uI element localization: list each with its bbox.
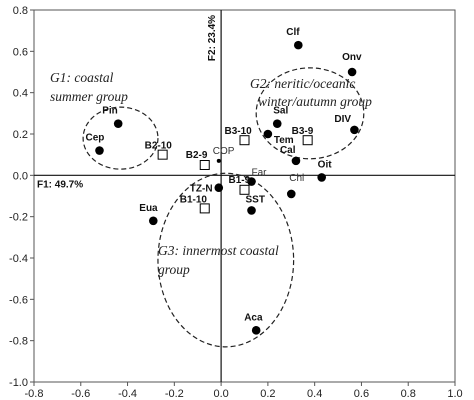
point-b2-9: [199, 160, 210, 170]
point-pin: [113, 119, 123, 128]
point-clf: [293, 40, 303, 50]
point-cal: [291, 156, 301, 166]
point-label-div: DIV: [334, 114, 351, 125]
point-b2-10: [157, 149, 168, 160]
point-chl: [286, 189, 296, 199]
group-g1-label-line1: G1: coastal: [50, 70, 114, 85]
point-label-aca: Aca: [244, 312, 263, 323]
point-eua: [148, 216, 158, 226]
y-tick-label: 0.6: [13, 46, 28, 58]
point-aca: [251, 326, 261, 335]
point-sal: [272, 119, 282, 128]
point-label-cep: Cep: [85, 133, 104, 144]
point-onv: [347, 67, 357, 77]
point-cop: [216, 158, 221, 163]
group-g3-ellipse: [157, 172, 295, 348]
x-tick-label: 0.6: [354, 388, 369, 400]
point-label-oit: Oit: [318, 159, 333, 170]
point-label-b3-9: B3-9: [292, 126, 314, 137]
point-cep: [95, 146, 104, 155]
point-label-pin: Pin: [102, 106, 118, 117]
y-tick-label: 0.8: [13, 5, 28, 17]
x-tick-label: 1.0: [447, 388, 462, 400]
point-label-sst: SST: [246, 194, 265, 205]
point-b3-10: [239, 135, 250, 146]
group-g2-ellipse: [255, 67, 365, 160]
x-tick-label: 0.0: [213, 388, 228, 400]
group-g1-ellipse: [82, 106, 159, 170]
point-label-cal: Cal: [280, 145, 296, 156]
point-label-b1-10: B1-10: [180, 194, 208, 205]
y-tick-label: 0.2: [13, 129, 28, 141]
y-tick-label: -0.6: [9, 294, 28, 306]
point-label-sal: Sal: [273, 106, 288, 117]
point-div: [350, 125, 359, 135]
y-axis-label: F2: 23.4%: [207, 15, 218, 61]
point-label-b1-9: B1-9: [229, 175, 251, 186]
x-tick-label: 0.4: [307, 388, 322, 400]
point-label-tem: Tem: [274, 135, 294, 146]
point-label-eua: Eua: [139, 203, 158, 214]
x-tick-label: -0.6: [71, 388, 90, 400]
x-tick-label: 0.2: [260, 388, 275, 400]
point-oit: [317, 173, 326, 182]
point-tz-n: [214, 183, 224, 193]
x-tick-label: -0.4: [118, 388, 137, 400]
point-label-b3-10: B3-10: [225, 126, 253, 137]
x-tick-label: 0.8: [401, 388, 416, 400]
x-tick-label: -0.2: [165, 388, 184, 400]
group-g1-label-line2: summer group: [50, 89, 128, 104]
y-tick-label: -0.8: [9, 336, 28, 348]
y-tick-label: 0.0: [13, 170, 28, 182]
point-label-far: Far: [252, 168, 268, 179]
x-axis-label: F1: 49.7%: [37, 179, 83, 190]
x-tick-label: -0.8: [25, 388, 44, 400]
group-g2-label-line1: G2: neritic/oceanic: [250, 76, 355, 91]
group-g3-label-line2: group: [158, 262, 190, 277]
point-b3-9: [302, 135, 313, 146]
point-label-b2-9: B2-9: [186, 150, 208, 161]
point-label-chl: Chl: [289, 173, 304, 184]
point-label-onv: Onv: [342, 52, 362, 63]
point-label-clf: Clf: [286, 27, 300, 38]
point-tem: [263, 129, 273, 139]
group-g2-label-line2: winter/autumn group: [258, 94, 372, 109]
point-b1-9: [239, 184, 250, 195]
point-far: [247, 177, 256, 186]
group-g3-label-line1: G3: innermost coastal: [158, 243, 279, 258]
y-tick-label: 0.4: [13, 88, 28, 100]
point-sst: [247, 206, 256, 215]
point-label-b2-10: B2-10: [145, 141, 173, 152]
y-tick-label: -1.0: [9, 377, 28, 389]
point-label-tz-n: TZ-N: [190, 184, 213, 195]
y-tick-label: -0.2: [9, 212, 28, 224]
point-label-cop: COP: [213, 146, 235, 157]
point-b1-10: [199, 203, 210, 214]
y-tick-label: -0.4: [9, 253, 28, 265]
plot-frame: [33, 9, 456, 383]
